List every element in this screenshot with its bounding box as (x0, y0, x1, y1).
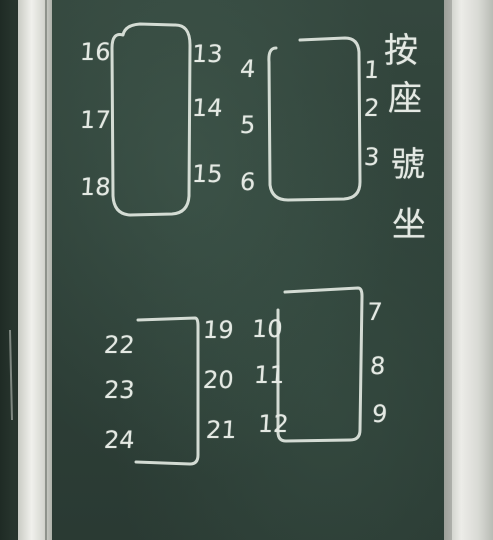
seat-number: 12 (257, 410, 290, 438)
seat-number: 1 (363, 56, 381, 84)
instruction-char: 坐 (392, 205, 426, 245)
frame-shadow-line (9, 329, 13, 421)
board-frame-right (444, 0, 493, 540)
seat-number: 15 (191, 160, 224, 188)
seat-number: 9 (371, 400, 389, 428)
seat-number: 3 (363, 143, 381, 171)
chalkboard (52, 0, 444, 540)
table-outline-bottom-left (134, 316, 200, 466)
frame-shadow (444, 0, 452, 540)
table-outline-top-left (110, 22, 192, 217)
table-outline-top-right (267, 36, 362, 202)
seat-number: 11 (253, 361, 286, 389)
seat-number: 16 (79, 38, 112, 66)
seat-number: 22 (103, 331, 136, 359)
seat-number: 4 (239, 55, 257, 83)
seat-number: 2 (363, 94, 381, 122)
seat-number: 7 (366, 298, 384, 326)
seat-number: 14 (191, 94, 224, 122)
frame-groove (45, 0, 47, 540)
seat-number: 6 (239, 168, 257, 196)
seat-number: 20 (202, 366, 235, 394)
instruction-char: 按 (384, 31, 418, 71)
seat-number: 23 (103, 376, 136, 404)
seat-number: 8 (369, 352, 387, 380)
adjacent-board (0, 0, 22, 540)
seat-number: 21 (205, 416, 238, 444)
seat-number: 10 (251, 315, 284, 343)
instruction-char: 號 (391, 145, 425, 185)
seat-number: 13 (191, 40, 224, 68)
seat-number: 5 (239, 111, 257, 139)
seat-number: 17 (79, 106, 112, 134)
table-outline-bottom-right (276, 286, 364, 443)
seat-number: 18 (79, 173, 112, 201)
seat-number: 24 (103, 426, 136, 454)
board-frame-left (18, 0, 52, 540)
instruction-char: 座 (388, 79, 422, 119)
seat-number: 19 (202, 316, 235, 344)
